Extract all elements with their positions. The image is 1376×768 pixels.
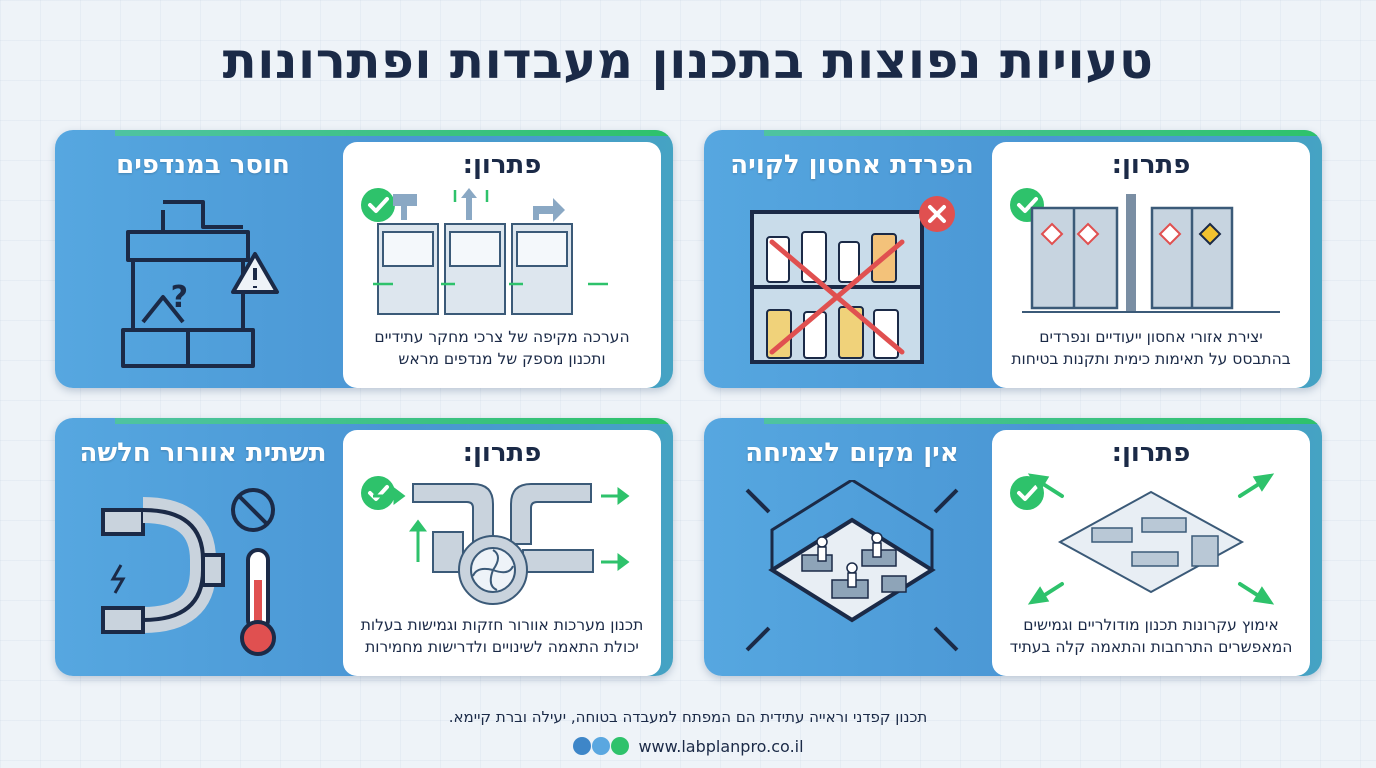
solution-text: תכנון מערכות אוורור חזקות וגמישות בעלות … xyxy=(360,616,644,656)
solution-panel: פתרון: יצירת אזורי אחסון ייעודיים ונפרדי… xyxy=(992,142,1310,388)
expandable-lab-icon xyxy=(1027,473,1275,605)
leaking-duct-thermometer-icon xyxy=(101,488,276,656)
solution-label: פתרון: xyxy=(462,438,542,468)
website-link[interactable]: www.labplanpro.co.il xyxy=(638,736,804,756)
solution-text: יצירת אזורי אחסון ייעודיים ונפרדים בהתבס… xyxy=(1011,328,1291,368)
solution-text: אימוץ עקרונות תכנון מודולריים וגמישים המ… xyxy=(1009,616,1293,656)
footer-site: www.labplanpro.co.il xyxy=(0,736,1376,756)
card-growth: אין מקום לצמיחה פתרון: xyxy=(704,418,1322,676)
solution-label: פתרון: xyxy=(462,150,542,180)
separated-cabinets-icon xyxy=(1022,194,1280,313)
card-title: חוסר במנדפים xyxy=(116,150,290,180)
labplan-logo-icon xyxy=(572,736,630,756)
solution-panel: פתרון: הערכה מקיפה של צרכי מחקר ע xyxy=(343,142,661,388)
card-title: תשתית אוורור חלשה xyxy=(79,438,327,468)
card-ventilation: תשתית אוורור חלשה פתרון: xyxy=(55,418,673,676)
crowded-lab-icon xyxy=(745,480,959,652)
mixed-chemical-shelf-icon xyxy=(750,196,955,364)
ventilation-fan-ducts-icon xyxy=(373,483,630,605)
solution-panel: פתרון: אימוץ עקרונות תכנון מודולריים וגמ… xyxy=(992,430,1310,676)
card-storage: הפרדת אחסון לקויה פתרון: xyxy=(704,130,1322,388)
page-title: טעויות נפוצות בתכנון מעבדות ופתרונות xyxy=(222,32,1154,90)
fume-hood-warning-icon: ? xyxy=(121,200,279,368)
solution-label: פתרון: xyxy=(1111,438,1191,468)
svg-text:?: ? xyxy=(171,280,188,315)
solution-panel: פתרון: תכנון מערכות אוורור חזקות וג xyxy=(343,430,661,676)
footer-tagline: תכנון קפדני וראייה עתידית הם המפתח למעבד… xyxy=(448,708,928,726)
fume-hoods-airflow-icon xyxy=(373,188,608,315)
solution-text: הערכה מקיפה של צרכי מחקר עתידיים ותכנון … xyxy=(374,328,630,368)
card-title: הפרדת אחסון לקויה xyxy=(730,150,974,180)
card-title: אין מקום לצמיחה xyxy=(745,438,959,468)
solution-label: פתרון: xyxy=(1111,150,1191,180)
card-fume-hoods: חוסר במנדפים ? פתרון: xyxy=(55,130,673,388)
